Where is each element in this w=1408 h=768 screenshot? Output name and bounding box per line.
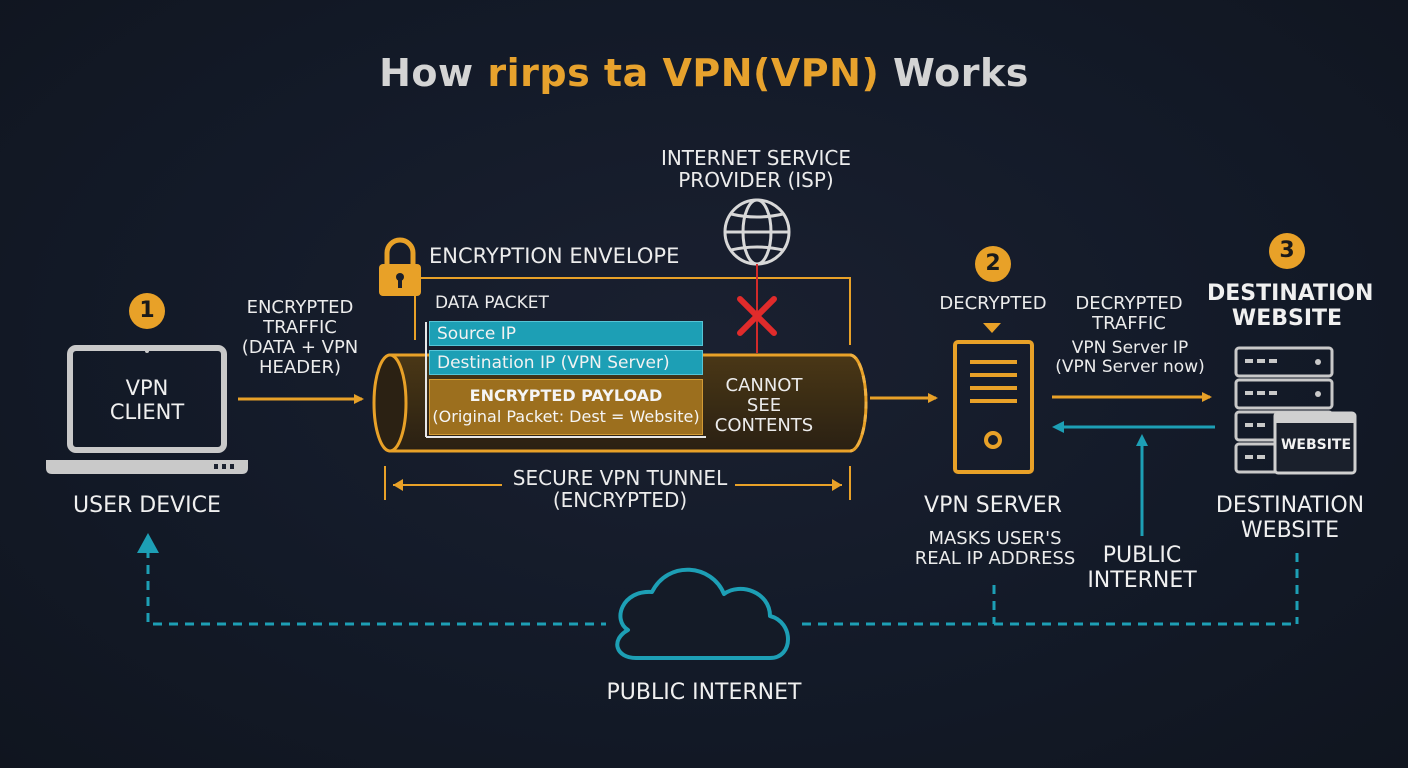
cloud-icon [615, 567, 790, 660]
vpn-server-label: VPN SERVER [924, 493, 1062, 518]
tunnel-label-line1: SECURE VPN TUNNEL [512, 466, 728, 490]
decrypted-label: DECRYPTED [939, 293, 1047, 314]
laptop-screen-text: VPN CLIENT [78, 376, 216, 424]
vpn-server-ip-line2: (VPN Server now) [1055, 357, 1205, 378]
destination-ip-row: Destination IP (VPN Server) [429, 350, 703, 375]
payload-detail: (Original Packet: Dest = Website) [432, 407, 700, 426]
encrypted-traffic-line4: HEADER) [259, 357, 341, 379]
step-badge-3: 3 [1269, 233, 1305, 269]
user-device-label: USER DEVICE [73, 493, 221, 518]
data-packet-label: DATA PACKET [435, 293, 549, 313]
payload-title: ENCRYPTED PAYLOAD [469, 386, 663, 405]
title-part-2: rirps ta VPN(VPN) [487, 51, 880, 95]
cannot-line3: CONTENTS [714, 415, 814, 437]
encrypted-traffic-label: ENCRYPTED TRAFFIC (DATA + VPN HEADER) [226, 297, 374, 379]
isp-line1: INTERNET SERVICE [660, 146, 852, 170]
x-mark-icon [737, 296, 777, 336]
arrow-to-user-device [137, 533, 159, 553]
public-internet-side-line2: INTERNET [1087, 567, 1197, 593]
masks-line2: REAL IP ADDRESS [914, 548, 1076, 570]
destination-top-line2: WEBSITE [1231, 305, 1343, 331]
public-internet-paths [146, 549, 1299, 626]
decrypted-traffic-label: DECRYPTED TRAFFIC [1055, 293, 1203, 335]
vpn-server-note: MASKS USER'S REAL IP ADDRESS [900, 528, 1090, 570]
destination-bottom-line2: WEBSITE [1240, 517, 1340, 543]
vpn-client-line1: VPN [125, 376, 169, 400]
destination-bottom-line1: DESTINATION [1215, 493, 1365, 518]
public-internet-bottom-label: PUBLIC INTERNET [606, 680, 802, 705]
isp-line2: PROVIDER (ISP) [678, 168, 834, 193]
encrypted-traffic-line3: (DATA + VPN [241, 337, 359, 359]
cannot-line2: SEE [746, 395, 782, 417]
laptop-icon [46, 345, 248, 474]
server-rack-icon [1234, 346, 1357, 475]
cannot-see-contents: CANNOT SEE CONTENTS [708, 375, 820, 437]
masks-line1: MASKS USER'S [928, 528, 1062, 549]
globe-icon [723, 198, 791, 266]
step-badge-2: 2 [975, 246, 1011, 282]
page-title: How rirps ta VPN(VPN) Works [0, 52, 1408, 95]
title-part-1: How [379, 51, 488, 95]
destination-top-line1: DESTINATION [1207, 281, 1374, 306]
public-internet-side-label: PUBLIC INTERNET [1082, 543, 1202, 593]
encrypted-payload: ENCRYPTED PAYLOAD (Original Packet: Dest… [429, 379, 703, 435]
envelope-outline [414, 277, 851, 345]
decrypted-traffic-line1: DECRYPTED [1075, 293, 1183, 314]
tunnel-label-line2: (ENCRYPTED) [552, 488, 688, 513]
website-screen-label: WEBSITE [1280, 437, 1352, 453]
vpn-server-ip-label: VPN Server IP (VPN Server now) [1050, 338, 1210, 378]
server-icon [953, 340, 1034, 474]
destination-top-label: DESTINATION WEBSITE [1207, 281, 1374, 331]
vpn-client-line2: CLIENT [109, 399, 185, 424]
destination-bottom-label: DESTINATION WEBSITE [1210, 493, 1370, 543]
encrypted-traffic-line1: ENCRYPTED [246, 297, 354, 318]
padlock-icon [379, 237, 421, 296]
decrypted-traffic-line2: TRAFFIC [1092, 313, 1166, 335]
tunnel-length-indicator [384, 466, 851, 500]
envelope-title: ENCRYPTION ENVELOPE [429, 244, 680, 268]
source-ip-row: Source IP [429, 321, 703, 346]
public-internet-side-line1: PUBLIC [1102, 543, 1182, 568]
tunnel-label: SECURE VPN TUNNEL (ENCRYPTED) [500, 467, 740, 512]
title-part-3: Works [879, 51, 1029, 95]
vpn-server-ip-line1: VPN Server IP [1071, 338, 1189, 358]
isp-label: INTERNET SERVICE PROVIDER (ISP) [656, 147, 856, 192]
cannot-line1: CANNOT [725, 375, 803, 396]
encrypted-traffic-line2: TRAFFIC [263, 317, 337, 339]
step-badge-1: 1 [129, 293, 165, 329]
